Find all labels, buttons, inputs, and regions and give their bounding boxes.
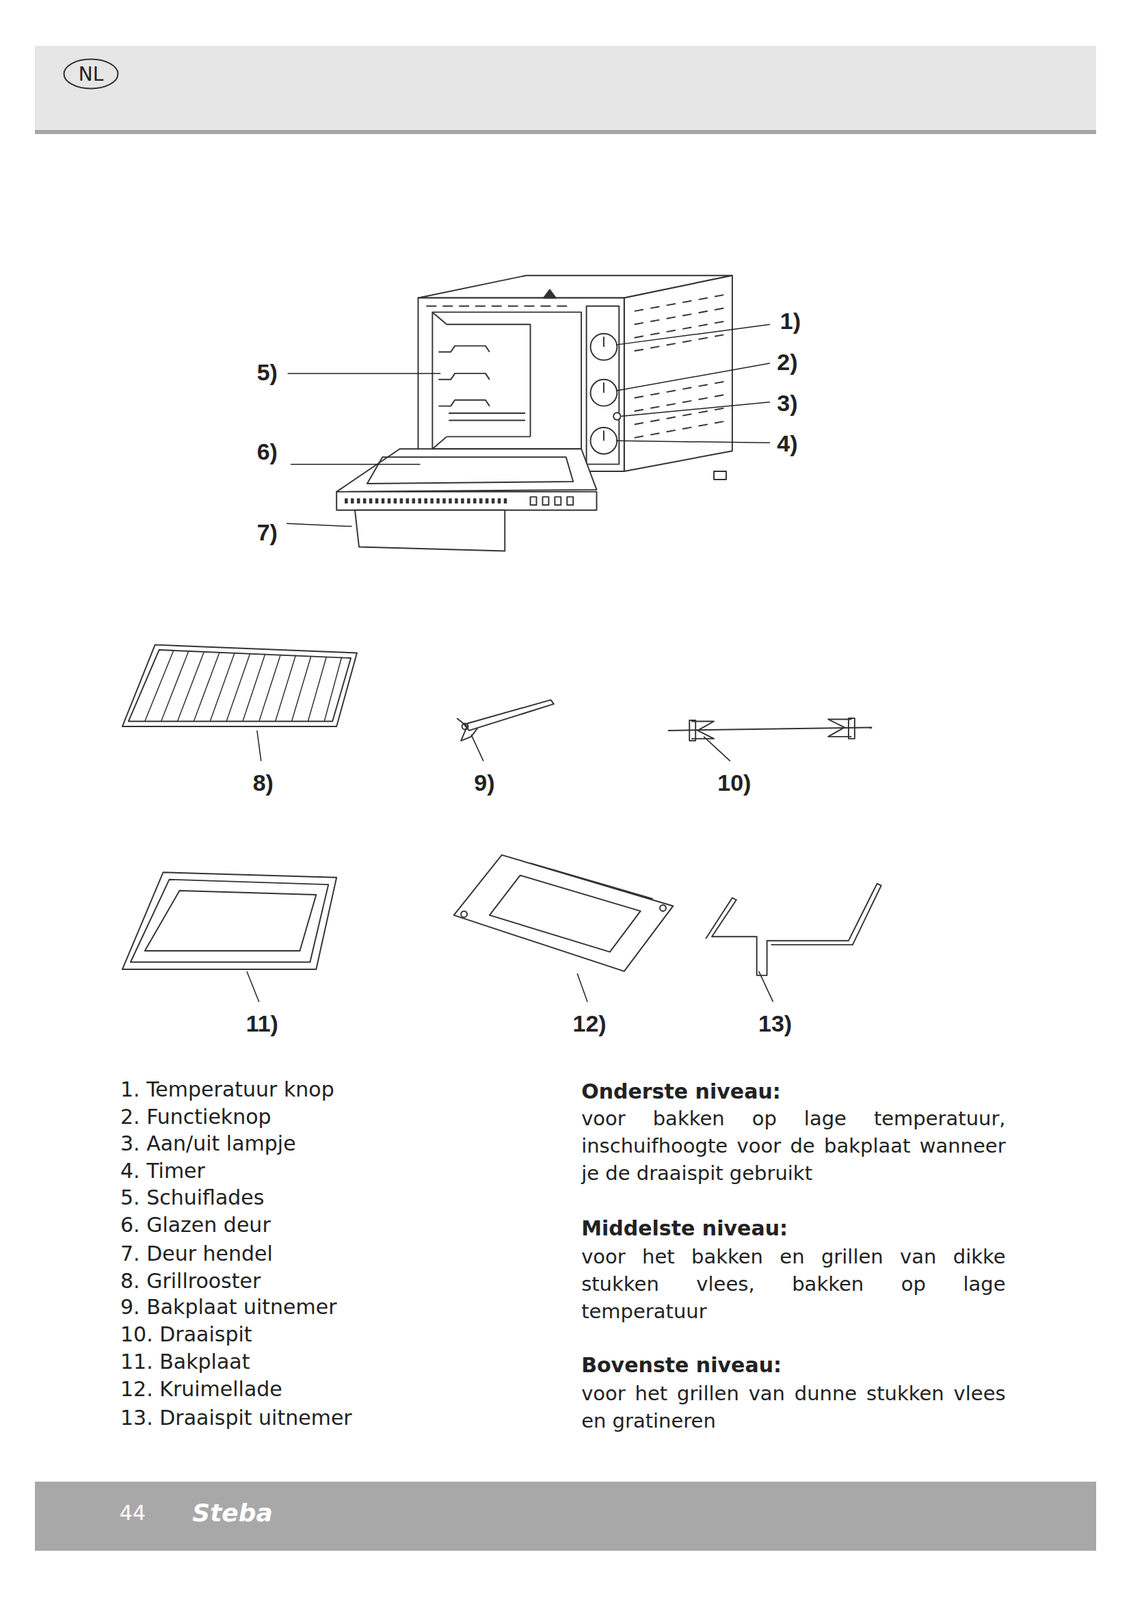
part-list-item: 7. Deur hendel (120, 1241, 273, 1266)
top-vents (426, 304, 571, 307)
part-list-item: 12. Kruimellade (120, 1376, 283, 1402)
door-handle (354, 510, 505, 552)
crumb-tray-hole (659, 904, 667, 911)
grill-wires (144, 650, 342, 722)
baking-tray (122, 871, 337, 969)
crumb-tray-inner (489, 875, 641, 952)
section-heading: Onderste niveau: (581, 1079, 781, 1104)
tray-lifter-hook (456, 717, 478, 741)
rack-wire (448, 419, 526, 422)
tray-lifter-pivot (462, 722, 469, 729)
spit-screw (848, 717, 855, 739)
callout-number: 2) (776, 348, 798, 377)
section-body: voor het grillen van dunne stukken vlees… (581, 1379, 1006, 1434)
top-mark (543, 289, 556, 299)
section-heading: Middelste niveau: (581, 1215, 788, 1241)
callout-number: 7) (257, 518, 278, 547)
badge-ellipse-shape (64, 59, 119, 89)
part-list-item: 9. Bakplaat uitnemer (120, 1294, 338, 1320)
oven-foot (713, 471, 727, 480)
power-light (613, 412, 621, 420)
door-slots (530, 496, 574, 505)
language-code: NL (78, 62, 104, 86)
part-list-item: 13. Draaispit uitnemer (120, 1405, 353, 1430)
cavity-edge (446, 435, 530, 437)
part-list-item: 6. Glazen deur (120, 1212, 271, 1237)
callout-number: 11) (246, 1009, 279, 1038)
knob-marks (603, 336, 605, 441)
part-list-item: 11. Bakplaat (120, 1349, 251, 1374)
callout-number: 5) (257, 358, 278, 387)
baking-tray-bottom (144, 890, 317, 951)
footer-bar (34, 1481, 1097, 1551)
crumb-tray (454, 854, 674, 971)
callout-number: 3) (776, 389, 798, 418)
badge-ellipse: NL (62, 58, 119, 90)
baking-tray-rim (130, 879, 329, 963)
callout-number: 12) (573, 1009, 607, 1038)
part-list-item: 3. Aan/uit lampje (120, 1131, 297, 1156)
glass-door (336, 448, 597, 492)
spit-forks (691, 719, 852, 739)
callout-number: 4) (776, 429, 798, 458)
door-edge (336, 491, 597, 511)
callout-number: 8) (253, 768, 274, 797)
part-list-item: 5. Schuiflades (120, 1185, 264, 1210)
brand-logo: Steba (192, 1497, 273, 1527)
crumb-tray-hole (460, 910, 468, 917)
cavity-back (446, 324, 530, 437)
oven-cavity (432, 311, 582, 449)
part-list-item: 1. Temperatuur knop (120, 1076, 335, 1102)
callout-number: 13) (758, 1009, 792, 1038)
rack-rails (438, 346, 490, 407)
callout-number: 10) (717, 768, 751, 797)
page-number: 44 (119, 1500, 146, 1525)
crumb-tray-rail (530, 862, 654, 899)
part-list-item: 4. Timer (120, 1158, 206, 1183)
section-body: voor het bakken en grillen van dikke stu… (581, 1242, 1006, 1325)
spit-screw (689, 720, 696, 741)
callout-number: 9) (473, 768, 495, 797)
header-rule (34, 129, 1097, 135)
callout-number: 1) (780, 307, 801, 336)
side-vents (634, 294, 725, 438)
cavity-edge (432, 436, 447, 449)
grill-rack-frame (128, 649, 351, 721)
door-window (367, 456, 574, 484)
section-body: voor bakken op lage temperatuur, inschui… (581, 1104, 1006, 1187)
part-list-item: 10. Draaispit (120, 1321, 253, 1347)
door-vents (344, 498, 511, 504)
part-list-item: 2. Functieknop (120, 1104, 272, 1129)
drawings (122, 275, 882, 1002)
callout-number: 6) (257, 437, 278, 466)
cavity-edge (432, 311, 447, 325)
part-list-item: 8. Grillrooster (120, 1268, 261, 1294)
header-bar (34, 45, 1097, 131)
section-heading: Bovenste niveau: (581, 1352, 782, 1378)
control-panel (586, 305, 620, 464)
rack-wire (448, 412, 526, 414)
tray-lifter (464, 699, 554, 731)
spit-lifter (705, 883, 882, 976)
oven-front (418, 298, 625, 472)
grill-rack (122, 644, 357, 727)
